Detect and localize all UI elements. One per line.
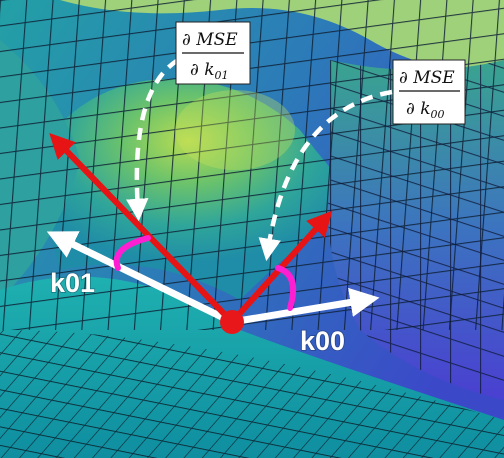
dashed-pointer-k01 [126,58,180,222]
vector-k01-arrow [46,231,234,326]
vector-k00-arrow [231,287,380,326]
fraction-numerator-k00: ∂ MSE [399,68,455,88]
fraction-denominator-k01: ∂ k01 [190,60,229,82]
gradient-k01-arrow [49,132,235,325]
fraction-numerator-k01: ∂ MSE [182,30,238,50]
angle-arc-k01 [113,235,151,271]
origin-point [220,310,244,334]
dashed-pointer-k00 [258,89,393,262]
gradient-label-k01: ∂ MSE ∂ k01 [175,21,251,85]
angle-arc-k00 [275,265,296,311]
label-k01: k01 [50,268,95,298]
fraction-denominator-k00: ∂ k00 [406,99,445,121]
label-k00: k00 [300,326,345,356]
gradient-label-k00: ∂ MSE ∂ k00 [392,59,466,125]
